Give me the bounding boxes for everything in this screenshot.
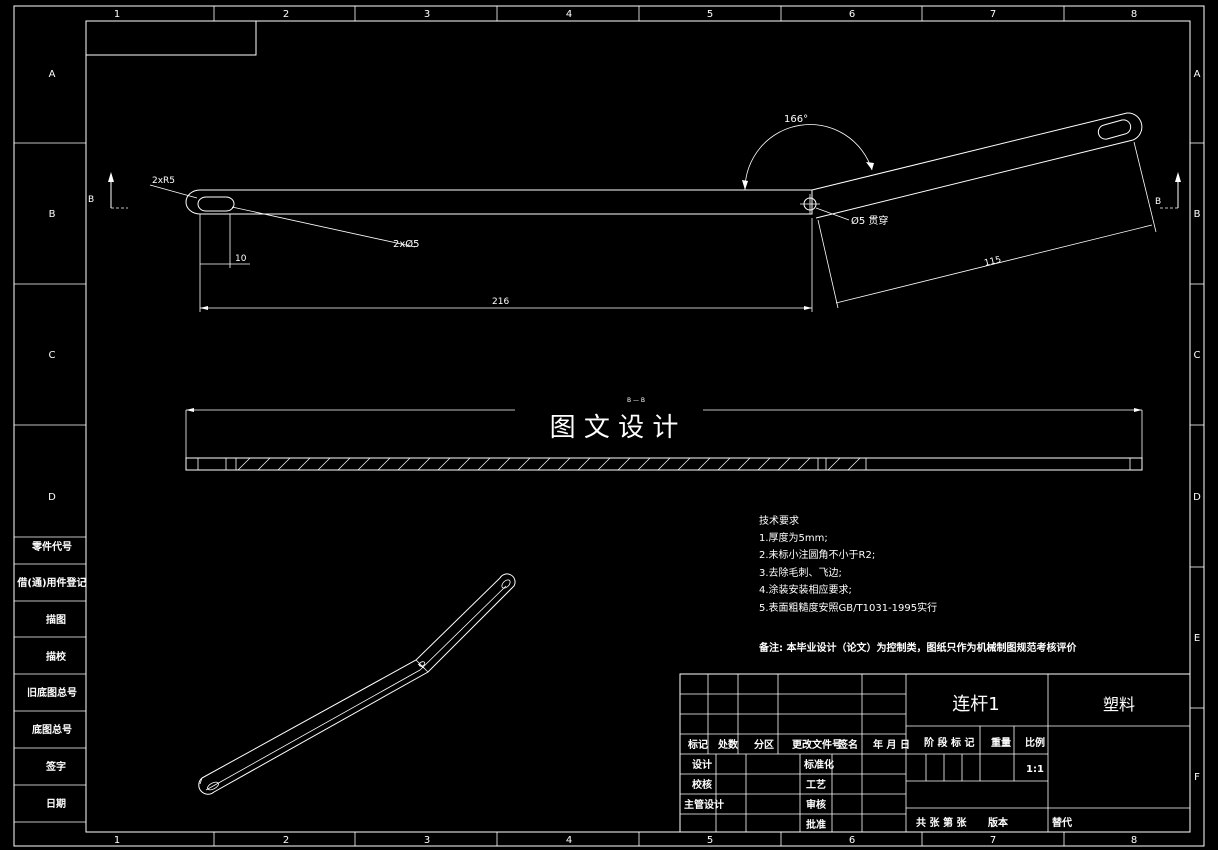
col-label: 5: [707, 835, 713, 846]
version-label: 版本: [988, 816, 1009, 829]
row-label: C: [1194, 350, 1201, 361]
tech-item: 5.表面粗糙度安照GB/T1031-1995实行: [759, 601, 937, 614]
std-label: 标准化: [803, 758, 834, 771]
side-table: 零件代号 借(通)用件登记 描图 描校 旧底图总号 底图总号 签字 日期: [14, 536, 87, 823]
row-label: C: [49, 350, 56, 361]
side-label: 零件代号: [31, 540, 72, 553]
row-labels-right: A B C D E F: [1193, 69, 1201, 783]
material: 塑料: [1103, 695, 1135, 714]
tech-title: 技术要求: [759, 514, 799, 527]
side-label: 描校: [46, 650, 67, 663]
tech-note: 备注: 本毕业设计（论文）为控制类，图纸只作为机械制图规范考核评价: [758, 641, 1077, 654]
col-label: 7: [990, 835, 996, 846]
inner-frame: [85, 20, 1191, 833]
col-label: 3: [424, 835, 430, 846]
row-label: A: [49, 69, 56, 80]
row-label: D: [48, 492, 56, 503]
replace-label: 替代: [1052, 816, 1072, 829]
col-label: 3: [424, 9, 430, 20]
tech-item: 4.涂装安装相应要求;: [759, 583, 852, 596]
hdr-zone: 分区: [754, 738, 774, 751]
side-label: 旧底图总号: [27, 686, 77, 699]
row-label: E: [1194, 633, 1200, 644]
row-label: D: [1193, 492, 1201, 503]
hdr-sign: 签名: [837, 738, 858, 751]
dim-10: 10: [235, 254, 247, 264]
review-label: 审核: [806, 798, 826, 811]
approve-label: 批准: [806, 818, 826, 831]
part-name: 连杆1: [952, 694, 999, 715]
angle-dim: 166°: [784, 114, 808, 125]
tech-item: 3.去除毛刺、飞边;: [759, 566, 842, 579]
craft-label: 工艺: [806, 778, 826, 791]
row-label: B: [1194, 209, 1201, 220]
scale-val: 1:1: [1026, 764, 1044, 775]
design-label: 设计: [692, 758, 712, 771]
col-label: 7: [990, 9, 996, 20]
row-label: A: [1194, 69, 1201, 80]
hdr-count: 处数: [717, 738, 739, 751]
watermark-title: 图 文 设 计: [550, 413, 679, 443]
col-label: 1: [114, 9, 120, 20]
col-label: 5: [707, 9, 713, 20]
corner-box: [85, 20, 257, 56]
scale-hdr: 比例: [1025, 736, 1045, 749]
dim-216: 216: [492, 297, 509, 307]
row-labels-left: A B C D: [48, 69, 56, 503]
sheet-border: [13, 5, 1205, 847]
tech-item: 1.厚度为5mm;: [759, 531, 828, 544]
section-mark-left: B: [88, 195, 94, 205]
section-view: B — B 图 文 设 计: [185, 397, 1143, 471]
row-dividers: [14, 142, 1204, 709]
side-label: 底图总号: [32, 723, 72, 736]
hdr-mark: 标记: [687, 738, 708, 751]
hole-label: 2xØ5: [393, 238, 420, 250]
row-label: F: [1194, 772, 1200, 783]
title-block: 连杆1 塑料 标记 处数 分区 更改文件号 签名 年 月 日 阶 段 标 记 重…: [679, 673, 1191, 833]
side-label: 签字: [45, 760, 66, 773]
slot-radius-label: 2xR5: [152, 176, 175, 186]
col-label: 4: [566, 9, 572, 20]
tech-requirements: 技术要求 1.厚度为5mm; 2.未标小注圆角不小于R2; 3.去除毛刺、飞边;…: [758, 514, 1077, 654]
side-label: 借(通)用件登记: [16, 576, 86, 589]
iso-view: [198, 573, 516, 795]
sheets-label: 共 张 第 张: [916, 816, 967, 829]
row-label: B: [49, 209, 56, 220]
col-label: 6: [849, 9, 855, 20]
hdr-date: 年 月 日: [873, 738, 910, 751]
weight-hdr: 重量: [991, 736, 1011, 749]
chief-label: 主管设计: [684, 798, 724, 811]
column-labels-top: 1 2 3 4 5 6 7 8: [114, 9, 1137, 20]
col-label: 2: [283, 835, 289, 846]
col-label: 8: [1131, 835, 1137, 846]
side-label: 描图: [46, 613, 66, 626]
col-label: 4: [566, 835, 572, 846]
hdr-doc: 更改文件号: [792, 738, 842, 751]
dim-115: 115: [983, 255, 1002, 269]
through-hole-label: Ø5 贯穿: [851, 214, 888, 227]
check-label: 校核: [692, 778, 712, 791]
col-label: 2: [283, 9, 289, 20]
side-label: 日期: [46, 797, 66, 810]
top-view: 166° 2xR5 2xØ5 Ø5 贯穿 10 216 115 B B: [88, 112, 1181, 312]
col-label: 8: [1131, 9, 1137, 20]
col-label: 6: [849, 835, 855, 846]
section-label: B — B: [627, 397, 645, 404]
column-dividers: [213, 6, 1065, 846]
tech-item: 2.未标小注圆角不小于R2;: [759, 548, 875, 561]
stage-hdr: 阶 段 标 记: [924, 736, 974, 749]
column-labels-bottom: 1 2 3 4 5 6 7 8: [114, 835, 1137, 846]
col-label: 1: [114, 835, 120, 846]
section-mark-right: B: [1155, 197, 1161, 207]
